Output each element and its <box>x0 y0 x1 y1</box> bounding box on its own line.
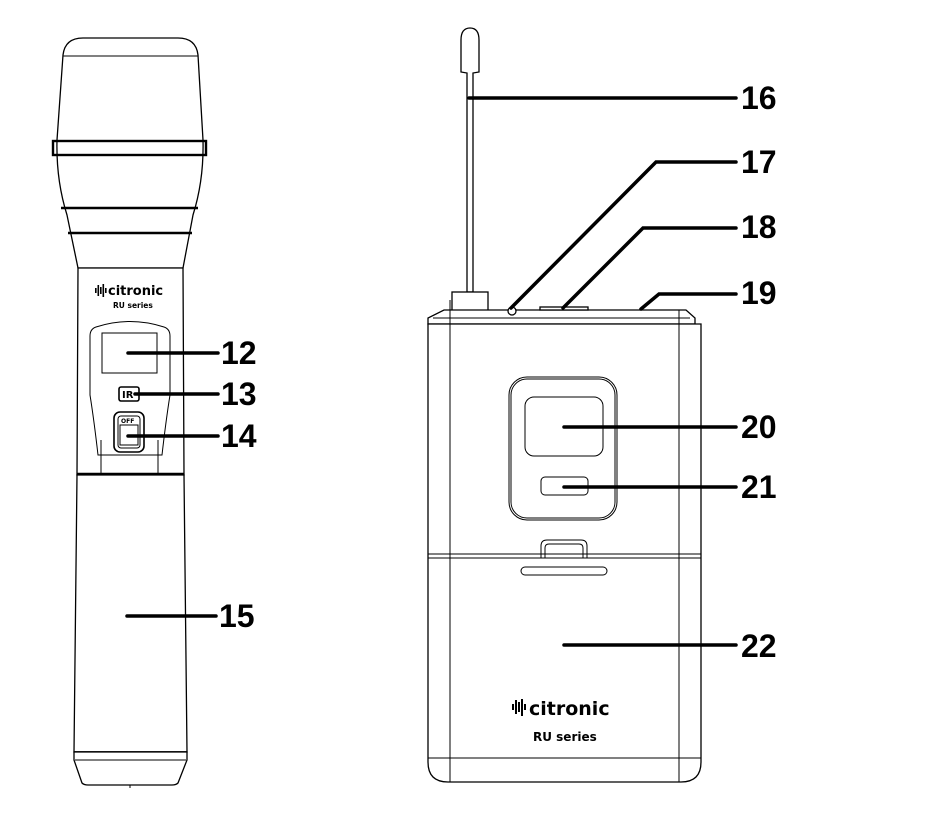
callout-21: 21 <box>741 469 777 505</box>
battery-divider <box>427 553 702 559</box>
callout-18: 18 <box>741 209 777 245</box>
front-panel-inner <box>510 378 616 519</box>
mic-brand-name: citronic <box>108 284 163 299</box>
mic-grille <box>56 37 204 269</box>
mic-series-label: RU series <box>113 301 153 310</box>
switch-off-label: OFF <box>121 418 134 425</box>
callout-15: 15 <box>219 598 255 634</box>
bodypack-series-label: RU series <box>533 730 597 744</box>
ir-label: IR <box>122 390 134 401</box>
grille-band <box>51 139 208 157</box>
mic-front-panel <box>89 321 171 456</box>
bodypack-brand-name: citronic <box>529 698 610 720</box>
bodypack-logo: citronic RU series <box>512 698 610 744</box>
antenna-base <box>451 291 489 313</box>
callout-22: 22 <box>741 628 777 664</box>
antenna[interactable] <box>460 27 480 293</box>
mic-control-section <box>76 267 185 476</box>
waveform-icon <box>95 284 107 297</box>
bodypack-body <box>427 323 702 783</box>
callout-19: 19 <box>741 275 777 311</box>
waveform-icon <box>512 699 526 716</box>
handheld-microphone: citronic RU series IR OFF 12 13 14 <box>51 37 257 788</box>
callout-16: 16 <box>741 80 777 116</box>
callout-17: 17 <box>741 144 777 180</box>
battery-grip-slot <box>520 566 608 576</box>
callout-20: 20 <box>741 409 777 445</box>
power-switch[interactable]: OFF <box>113 411 145 453</box>
bodypack-top-cap <box>427 309 696 325</box>
bodypack-transmitter: citronic RU series 16 17 18 19 20 21 22 <box>427 27 777 783</box>
mic-handle <box>73 474 188 753</box>
callout-12: 12 <box>221 335 257 371</box>
battery-latch[interactable] <box>540 539 588 558</box>
callout-14: 14 <box>221 418 257 454</box>
mic-end-cap <box>73 751 188 786</box>
leader-18 <box>561 226 738 310</box>
callout-13: 13 <box>221 376 257 412</box>
leader-19 <box>639 292 738 311</box>
leader-17 <box>509 160 738 310</box>
latch-inner <box>544 543 584 558</box>
bodypack-front-panel <box>508 376 618 521</box>
mic-logo: citronic RU series <box>95 284 163 310</box>
